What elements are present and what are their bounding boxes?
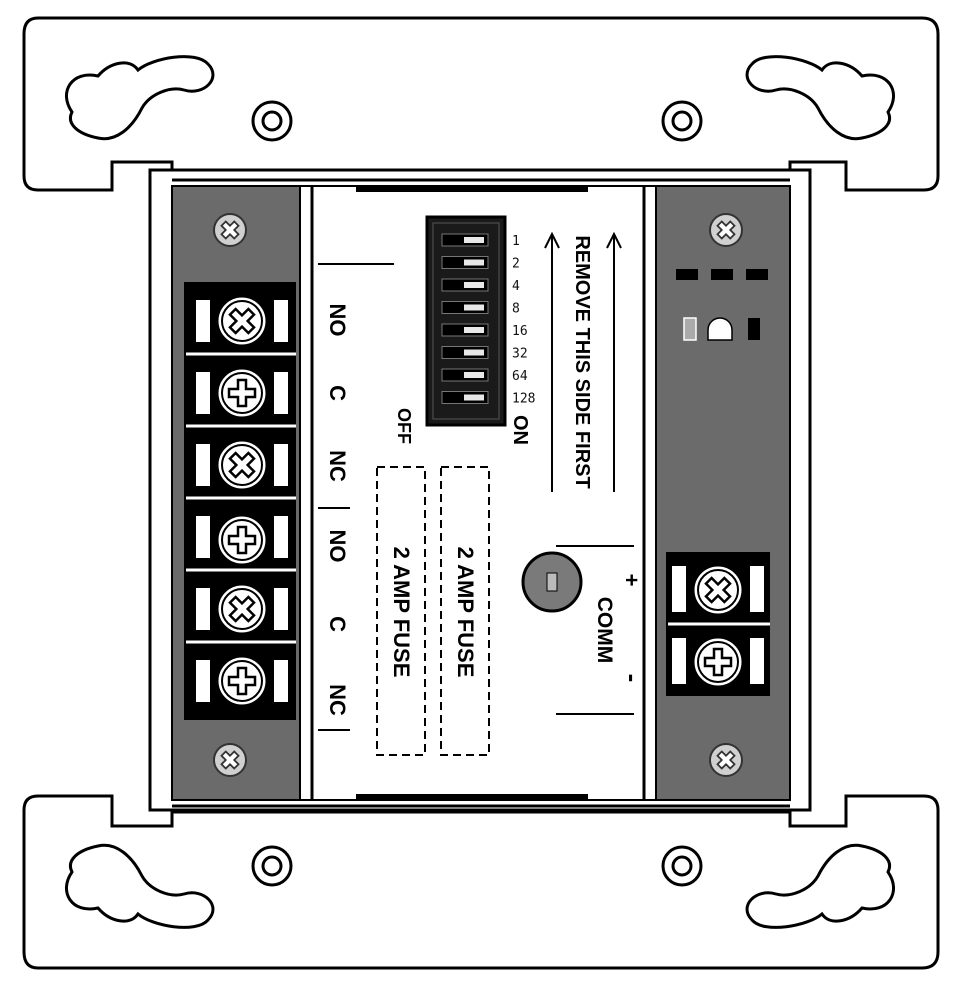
dip-toggle-knob bbox=[464, 394, 484, 401]
panel-screw-icon bbox=[709, 743, 743, 777]
fuse-label: 2 AMP FUSE bbox=[389, 547, 414, 678]
dip-off-label: OFF bbox=[394, 408, 414, 444]
comm-terminal-block bbox=[666, 552, 770, 696]
comm-plus-terminal[interactable] bbox=[672, 563, 764, 617]
terminal-6[interactable] bbox=[194, 654, 290, 708]
dip-value-label: 2 bbox=[512, 257, 520, 272]
dip-value-label: 128 bbox=[512, 392, 535, 407]
keyhole-slot-top-left bbox=[65, 55, 215, 141]
dip-value-label: 64 bbox=[512, 369, 528, 384]
dip-toggle-knob bbox=[464, 372, 484, 378]
dip-switch-values: 1 2 4 8 16 32 64 128 bbox=[512, 234, 535, 407]
fuse-outline bbox=[440, 466, 490, 756]
mounting-plate-top bbox=[22, 16, 940, 192]
terminal-4[interactable] bbox=[194, 510, 290, 567]
comm-label: COMM bbox=[593, 597, 616, 664]
removal-instruction: REMOVE THIS SIDE FIRST bbox=[571, 235, 593, 488]
mounting-hole-icon bbox=[251, 845, 293, 887]
comm-plus-label: + bbox=[619, 574, 644, 587]
mounting-hole-icon bbox=[251, 100, 293, 142]
relay-labels: NO C NC NO C NC bbox=[325, 304, 350, 716]
dip-value-label: 1 bbox=[512, 234, 520, 249]
dip-toggle-knob bbox=[464, 237, 484, 243]
terminal-3[interactable] bbox=[194, 438, 290, 492]
dip-on-label: ON bbox=[509, 415, 531, 445]
comm-minus-terminal[interactable] bbox=[672, 635, 764, 689]
mounting-hole-icon bbox=[661, 845, 703, 887]
fuse-label: 2 AMP FUSE bbox=[453, 547, 478, 678]
dip-toggle-knob bbox=[464, 327, 484, 333]
panel-screw-icon bbox=[709, 213, 743, 247]
dip-value-label: 4 bbox=[512, 279, 520, 294]
relay-label: C bbox=[325, 616, 350, 632]
mounting-plate-bottom bbox=[22, 794, 940, 970]
dip-value-label: 16 bbox=[512, 324, 528, 339]
keyhole-slot-top-right bbox=[745, 55, 895, 141]
adjust-potentiometer[interactable] bbox=[521, 551, 583, 613]
relay-label: NC bbox=[325, 450, 350, 482]
panel-screw-icon bbox=[213, 743, 247, 777]
dip-toggle-knob bbox=[464, 259, 484, 266]
comm-minus-label: - bbox=[618, 674, 648, 683]
terminal-2[interactable] bbox=[194, 366, 290, 420]
fuse-outline bbox=[376, 466, 426, 756]
relay-terminal-block bbox=[184, 282, 296, 720]
mounting-hole-icon bbox=[661, 100, 703, 142]
relay-label: NO bbox=[325, 530, 350, 563]
keyhole-slot-bottom-left bbox=[65, 843, 215, 929]
panel-screw-icon bbox=[213, 213, 247, 247]
dip-toggle-knob bbox=[464, 349, 484, 356]
dip-toggle-knob bbox=[464, 282, 484, 288]
keyhole-slot-bottom-right bbox=[745, 843, 895, 929]
dip-toggle-knob bbox=[464, 304, 484, 311]
status-indicators bbox=[676, 269, 768, 341]
terminal-5[interactable] bbox=[194, 582, 290, 636]
relay-label: NO bbox=[325, 304, 350, 337]
dip-value-label: 8 bbox=[512, 302, 520, 317]
relay-label: C bbox=[325, 385, 350, 401]
dip-value-label: 32 bbox=[512, 347, 528, 362]
dip-switch[interactable] bbox=[425, 215, 507, 427]
relay-label: NC bbox=[325, 684, 350, 716]
right-terminal-panel bbox=[655, 185, 791, 801]
terminal-1[interactable] bbox=[194, 294, 290, 348]
